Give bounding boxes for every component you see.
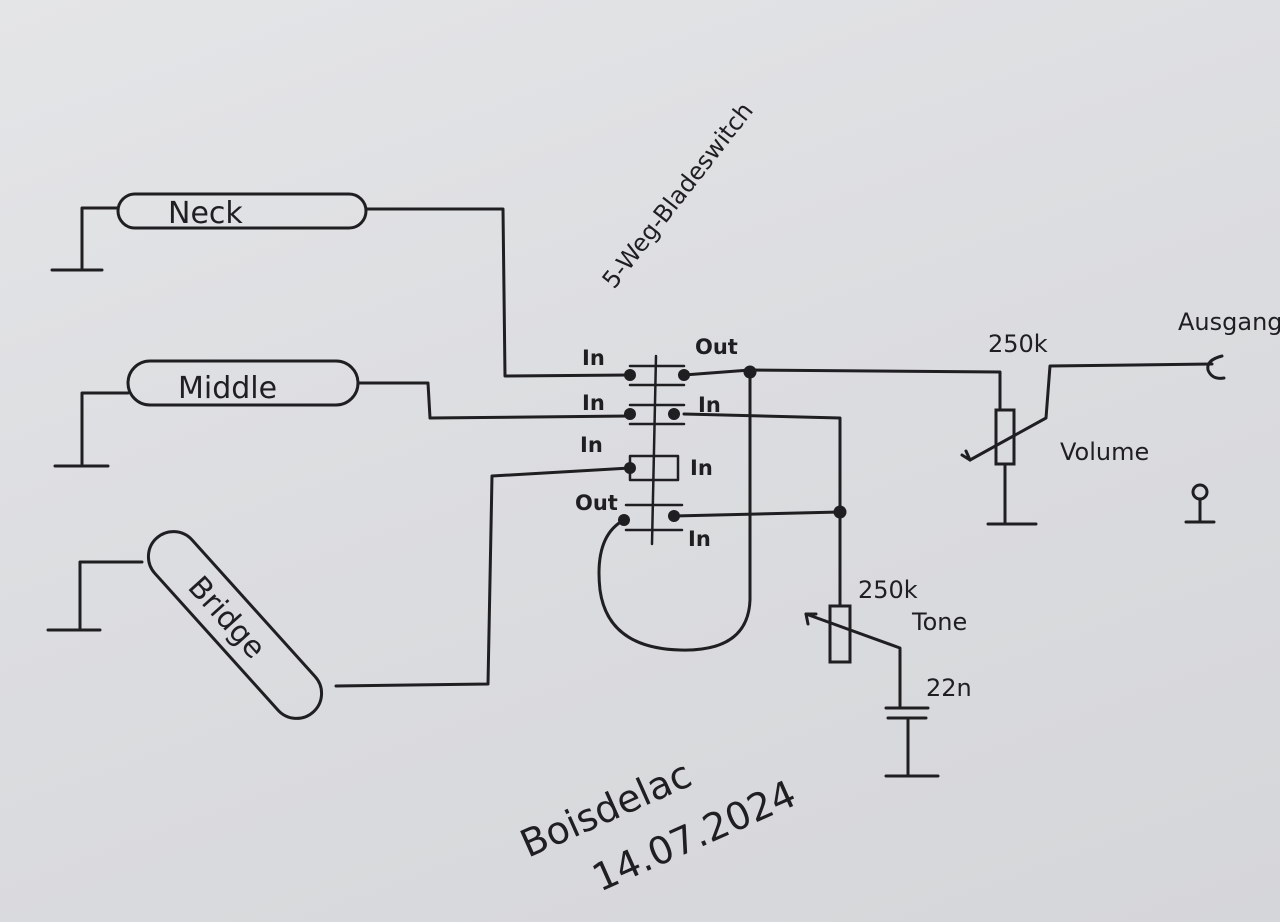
volume-pot: 250k Volume [960, 330, 1214, 526]
switch-lug [624, 408, 636, 420]
middle-pickup-label: Middle [178, 371, 277, 406]
pin-label: In [690, 456, 713, 480]
switch-contact-2 [628, 403, 686, 426]
switch-lug [668, 408, 680, 420]
output-bus-wire [682, 368, 1002, 412]
output-jack-symbol [1206, 354, 1226, 380]
output-jack: Ausgang [1178, 308, 1280, 524]
switch-lug [624, 369, 636, 381]
middle-to-switch-wire [356, 381, 632, 420]
switch-title: 5-Weg-Bladeswitch [597, 97, 759, 294]
switch-loop-wire [597, 370, 752, 652]
tone-wiper-arrow [804, 612, 818, 626]
switch-blade [650, 354, 658, 546]
capacitor-value: 22n [926, 674, 972, 702]
signature: Boisdelac 14.07.2024 [514, 752, 803, 900]
bridge-pickup-coil [146, 530, 324, 720]
pin-label: In [698, 393, 721, 417]
pin-label: In [582, 346, 605, 370]
blade-switch: In Out In In In In Out In 5-Weg-Bladeswi… [575, 97, 759, 551]
volume-wiper-wire [968, 362, 1214, 462]
neck-pickup: Neck [50, 192, 368, 272]
bridge-to-switch-wire [334, 466, 632, 688]
volume-label: Volume [1060, 438, 1149, 466]
tone-pot: 250k Tone [804, 576, 967, 708]
switch-lug [624, 462, 636, 474]
tone-wiper-wire [804, 612, 902, 708]
tone-pot-body [828, 604, 852, 664]
pin-label: Out [575, 491, 618, 515]
output-label: Ausgang [1178, 308, 1280, 336]
switch-contact-4 [624, 503, 684, 532]
neck-pickup-label: Neck [168, 196, 243, 231]
bridge-pickup: Bridge [46, 530, 324, 720]
middle-tap-wire [682, 412, 842, 514]
pin-label: In [582, 391, 605, 415]
bridge-tap-wire [672, 510, 842, 518]
switch-contact-1 [628, 364, 686, 387]
ground-jack-lead [1184, 497, 1216, 524]
pin-label: Out [695, 335, 738, 359]
tone-value: 250k [858, 576, 918, 604]
neck-ground-lead [80, 206, 120, 270]
middle-ground-lead [80, 391, 130, 466]
tone-capacitor: 22n [884, 674, 972, 778]
ground-jack-symbol [1191, 483, 1209, 501]
middle-pickup: Middle [53, 359, 360, 468]
volume-value: 250k [988, 330, 1048, 358]
neck-to-switch-wire [364, 207, 632, 378]
tone-label: Tone [911, 608, 967, 636]
pin-label: In [688, 527, 711, 551]
neck-pickup-coil [116, 192, 368, 230]
volume-wiper-arrow [960, 449, 972, 462]
pin-label: In [580, 433, 603, 457]
bridge-ground-lead [78, 560, 144, 630]
